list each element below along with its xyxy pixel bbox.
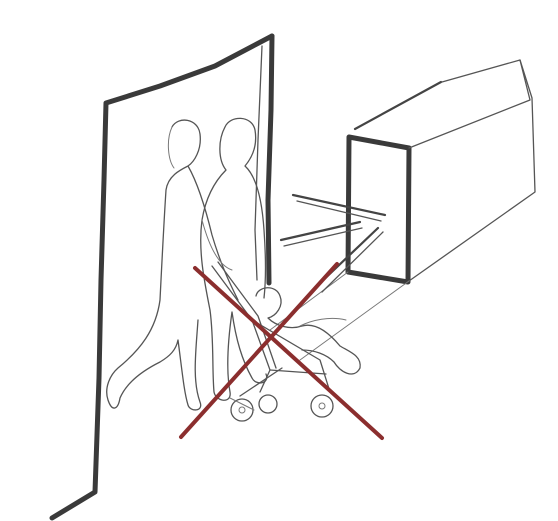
prohibition-cross — [181, 264, 382, 438]
sensor-box — [270, 60, 535, 360]
door-frame — [52, 36, 272, 518]
